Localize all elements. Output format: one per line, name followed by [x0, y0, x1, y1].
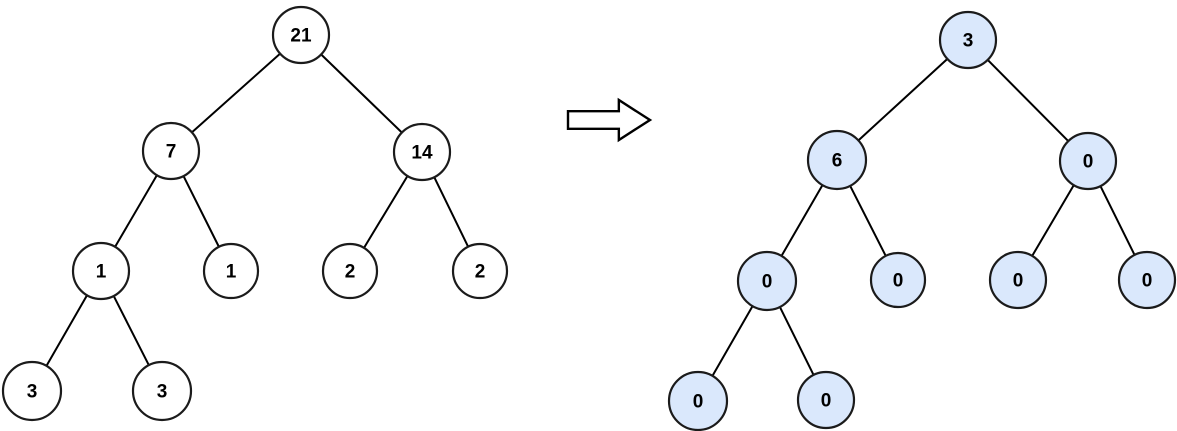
- tree-edge-L3-L8: [112, 294, 151, 368]
- tree-node-R4[interactable]: 0: [869, 251, 927, 309]
- node-value-label: 3: [963, 31, 974, 52]
- node-circle: [806, 129, 868, 191]
- node-value-label: 0: [1013, 271, 1024, 292]
- tree-node-R8[interactable]: 0: [796, 370, 856, 430]
- tree-node-L4[interactable]: 1: [202, 242, 260, 300]
- node-value-label: 14: [411, 143, 433, 164]
- tree-edge-L2-L5: [362, 174, 410, 250]
- node-circle: [451, 242, 509, 300]
- tree-node-L2[interactable]: 14: [392, 122, 452, 182]
- node-circle: [1117, 250, 1177, 310]
- node-value-label: 3: [27, 382, 38, 403]
- node-circle: [141, 121, 201, 181]
- node-circle: [736, 250, 798, 312]
- transform-arrow-layer: [566, 97, 653, 143]
- node-value-label: 21: [290, 26, 312, 47]
- tree-node-L1[interactable]: 7: [141, 121, 201, 181]
- node-value-label: 6: [832, 151, 843, 172]
- node-circle: [392, 122, 452, 182]
- node-circle: [938, 10, 998, 70]
- tree-node-L5[interactable]: 2: [321, 242, 379, 300]
- node-circle: [667, 370, 729, 431]
- tree-edge-L0-L1: [190, 51, 282, 135]
- node-circle: [71, 241, 131, 301]
- tree-node-R1[interactable]: 6: [806, 129, 868, 191]
- tree-node-R2[interactable]: 0: [1058, 131, 1118, 191]
- tree-node-R0[interactable]: 3: [938, 10, 998, 70]
- tree-node-L7[interactable]: 3: [1, 360, 63, 422]
- tree-edge-L0-L2: [319, 52, 404, 135]
- tree-node-L0[interactable]: 21: [271, 5, 331, 65]
- node-value-label: 0: [1142, 271, 1153, 292]
- tree-edge-R3-R8: [778, 305, 816, 377]
- node-value-label: 0: [762, 272, 773, 293]
- node-value-label: 0: [821, 391, 832, 412]
- node-circle: [796, 370, 856, 430]
- tree-edges-layer: [44, 51, 1137, 378]
- tree-edge-L1-L3: [113, 173, 159, 249]
- tree-node-R5[interactable]: 0: [988, 250, 1048, 310]
- tree-edge-R3-R7: [710, 304, 755, 378]
- tree-edge-L3-L7: [44, 293, 89, 368]
- node-circle: [988, 250, 1048, 310]
- node-value-label: 2: [345, 262, 356, 283]
- tree-edge-R2-R6: [1098, 184, 1137, 257]
- tree-edge-L1-L4: [182, 174, 221, 249]
- tree-edge-R0-R1: [856, 57, 950, 143]
- node-value-label: 1: [96, 262, 107, 283]
- tree-edge-R1-R3: [780, 183, 824, 258]
- node-value-label: 0: [1083, 152, 1094, 173]
- node-circle: [869, 251, 927, 309]
- tree-edge-R0-R2: [986, 58, 1070, 143]
- node-circle: [271, 5, 331, 65]
- node-value-label: 1: [226, 262, 237, 283]
- node-value-label: 7: [166, 142, 177, 163]
- node-circle: [202, 242, 260, 300]
- tree-node-R6[interactable]: 0: [1117, 250, 1177, 310]
- node-value-label: 0: [893, 271, 904, 292]
- tree-node-R7[interactable]: 0: [667, 370, 729, 431]
- tree-edge-R2-R5: [1030, 183, 1076, 258]
- node-circle: [1058, 131, 1118, 191]
- node-value-label: 3: [157, 382, 168, 403]
- node-circle: [131, 360, 193, 422]
- tree-nodes-layer: 21 7 14 1 1 2 2 3 3 3 6 0 0 0 0 0 0 0: [1, 5, 1177, 431]
- tree-node-L6[interactable]: 2: [451, 242, 509, 300]
- node-circle: [1, 360, 63, 422]
- node-value-label: 2: [475, 262, 486, 283]
- node-value-label: 0: [693, 392, 704, 413]
- tree-node-L8[interactable]: 3: [131, 360, 193, 422]
- tree-node-R3[interactable]: 0: [736, 250, 798, 312]
- tree-edge-R1-R4: [848, 183, 888, 258]
- node-circle: [321, 242, 379, 300]
- transform-arrow-icon: [566, 97, 653, 143]
- tree-node-L3[interactable]: 1: [71, 241, 131, 301]
- tree-edge-L2-L6: [432, 175, 470, 249]
